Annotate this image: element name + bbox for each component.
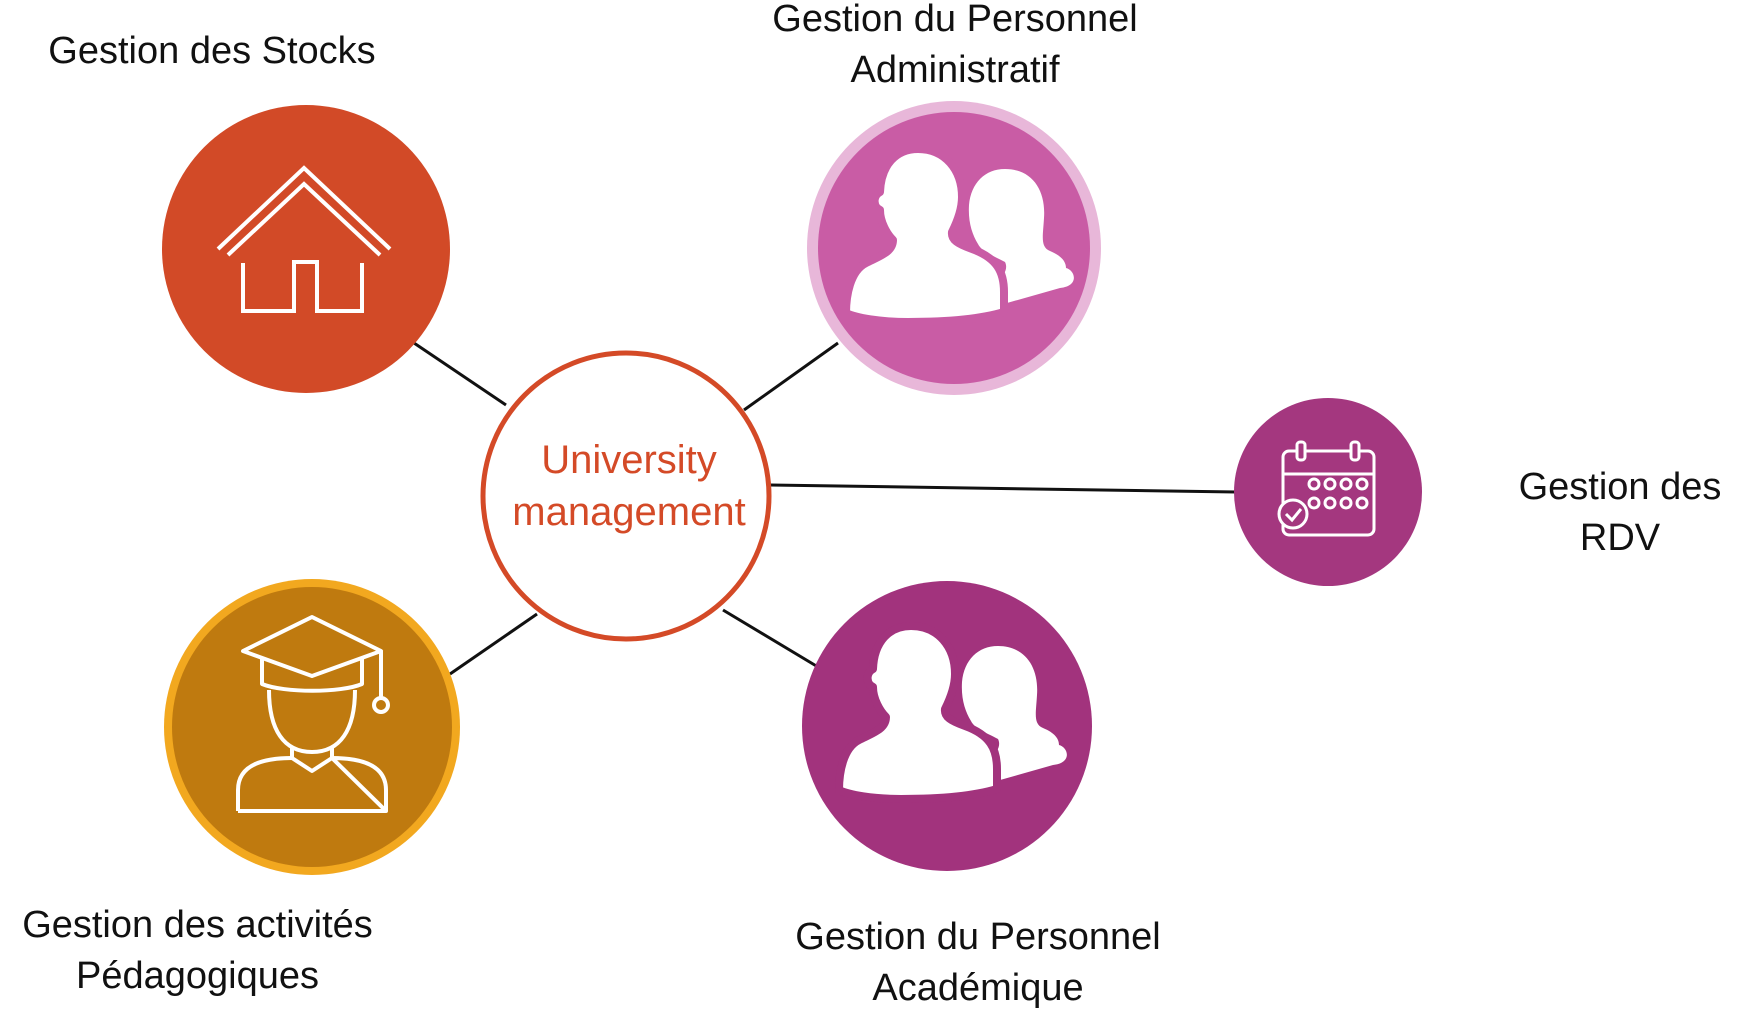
label-rdv-line-2: RDV — [1579, 517, 1661, 559]
connector-admin — [743, 341, 839, 412]
label-stocks-line-1: Gestion des Stocks — [48, 30, 376, 72]
label-academic-line-1: Gestion du Personnel — [795, 916, 1161, 958]
connectors — [413, 341, 1237, 676]
node-stocks-circle — [162, 105, 450, 393]
calendar-check-icon — [1277, 440, 1376, 537]
connector-academic — [722, 608, 819, 669]
node-academic — [802, 581, 1092, 871]
label-admin: Gestion du Personnel Administratif — [745, 0, 1165, 96]
graduate-icon — [236, 615, 390, 813]
label-admin-line-2: Administratif — [850, 49, 1060, 91]
label-pedago: Gestion des activités Pédagogiques — [0, 900, 395, 1002]
house-icon — [216, 165, 392, 313]
label-stocks: Gestion des Stocks — [22, 26, 402, 77]
center-ring — [480, 350, 772, 642]
connector-stocks — [413, 341, 507, 407]
node-stocks — [162, 105, 450, 393]
node-rdv-circle — [1234, 398, 1422, 586]
node-pedago-circle — [172, 587, 452, 867]
node-pedago — [164, 579, 460, 875]
label-rdv-line-1: Gestion des — [1518, 466, 1722, 508]
label-academic-line-2: Académique — [872, 967, 1084, 1009]
label-academic: Gestion du Personnel Académique — [768, 912, 1188, 1014]
two-people-icon — [835, 622, 1067, 803]
node-rdv — [1234, 398, 1422, 586]
label-pedago-line-1: Gestion des activités — [22, 904, 373, 946]
label-pedago-line-2: Pédagogiques — [76, 955, 319, 997]
label-rdv: Gestion des RDV — [1505, 462, 1735, 564]
node-admin — [807, 101, 1101, 395]
connector-rdv — [769, 483, 1237, 494]
center-label-line-2: management — [512, 490, 745, 534]
two-people-icon — [842, 145, 1074, 326]
center-label-line-1: University — [541, 438, 717, 482]
connector-pedago — [449, 612, 538, 676]
center-node: University management — [480, 350, 772, 642]
label-admin-line-1: Gestion du Personnel — [772, 0, 1138, 40]
